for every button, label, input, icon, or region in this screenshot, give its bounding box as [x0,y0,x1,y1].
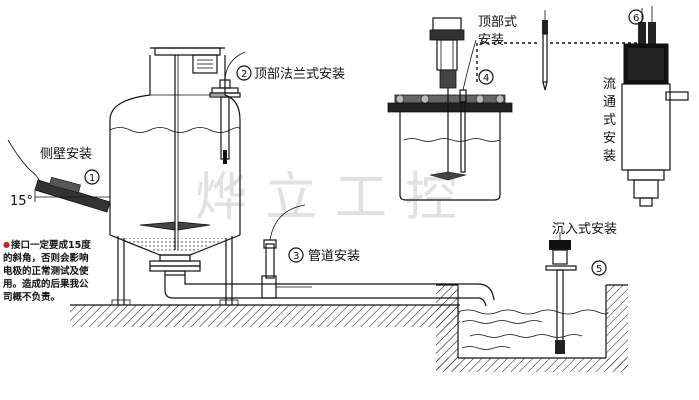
badge-1 [84,169,100,185]
label-angle: 15° [10,194,33,209]
badge-2 [236,65,252,81]
badge-5 [591,260,607,276]
pipeline [164,204,495,307]
note-bullet: ● [3,240,10,249]
badge-1-number: 1 [89,173,95,184]
top-flange-sensor [209,51,246,164]
label-flow-char-2: 通 [603,95,616,110]
badge-4 [478,69,494,85]
watermark: 烨立工控 [195,168,475,228]
immersion-sensor [545,232,577,354]
ground [70,284,628,372]
note-line-3: 电极的正常测试及使 [3,265,89,277]
label-top-mount-1: 顶部式 [478,15,517,30]
label-top-flange: 顶部法兰式安装 [254,67,345,82]
badge-3 [288,247,304,263]
label-flow-char-1: 流 [603,77,616,92]
label-immersion: 沉入式安装 [552,222,617,237]
note-line-2: 的斜角，否则会影响 [3,252,89,264]
badge-2-number: 2 [241,69,247,80]
label-top-mount-2: 安装 [478,33,504,48]
badge-6-number: 6 [633,13,639,24]
badge-6 [628,9,644,25]
reaction-tank [109,47,241,306]
top-mount-reactor [387,10,548,201]
label-flow-char-4: 安 [603,131,616,146]
label-side-wall: 侧壁安装 [40,147,92,162]
badge-3-number: 3 [293,251,299,262]
badge-5-number: 5 [596,264,602,275]
note-line-4: 用。造成的后果我公 [2,278,89,290]
badge-4-number: 4 [483,73,489,84]
connector-dashed-top [476,42,537,82]
note-line-1: 接口一定要成15度 [11,239,91,251]
label-flow-char-5: 装 [603,149,616,164]
label-pipeline: 管道安装 [308,249,360,264]
side-wall-sensor [7,139,111,213]
label-flow-char-3: 式 [603,113,616,128]
note-line-5: 司概不负责。 [3,291,60,303]
flow-through-cell [621,6,689,207]
